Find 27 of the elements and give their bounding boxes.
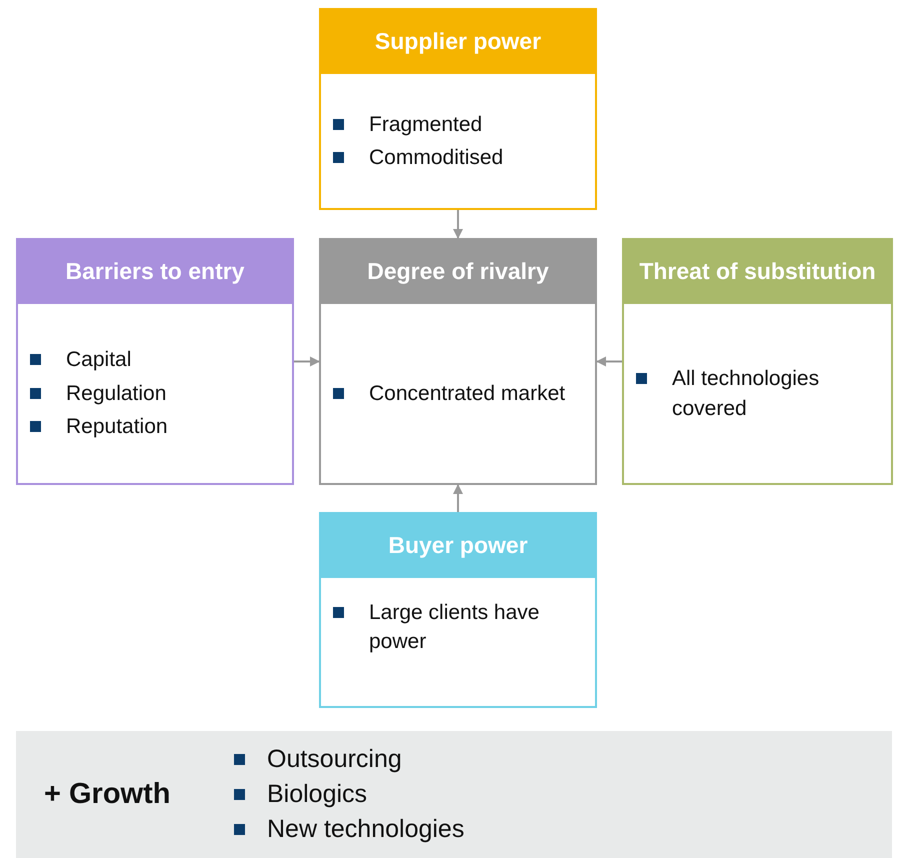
bullet-text: Outsourcing [267, 744, 402, 775]
bullet-text: Regulation [66, 380, 166, 407]
bullet-text: Concentrated market [369, 380, 566, 407]
card-header: Degree of rivalry [321, 240, 595, 304]
arrow [453, 210, 463, 239]
bullet-text: Commoditised [369, 145, 504, 171]
bullet-text: New technologies [267, 814, 464, 845]
force-card [16, 238, 294, 485]
card-header: Threat of substitution [624, 240, 891, 304]
card-header: Supplier power [321, 10, 595, 74]
force-card [319, 8, 597, 210]
arrow [596, 356, 622, 366]
card-header: Barriers to entry [18, 240, 292, 304]
arrow [294, 356, 320, 366]
bullet-text: Reputation [66, 414, 168, 440]
force-card [319, 238, 597, 485]
panel-heading: + Growth [44, 778, 170, 810]
force-card [319, 512, 597, 708]
force-card [622, 238, 893, 485]
growth-panel [16, 731, 892, 858]
bullet-text: All technologies covered [672, 366, 820, 422]
bullet-text: Fragmented [369, 112, 482, 138]
arrow [453, 484, 463, 512]
bullet-text: Biologics [267, 779, 368, 810]
card-header: Buyer power [321, 514, 595, 578]
bullet-text: Large clients have power [369, 600, 540, 656]
bullet-text: Capital [66, 347, 132, 374]
